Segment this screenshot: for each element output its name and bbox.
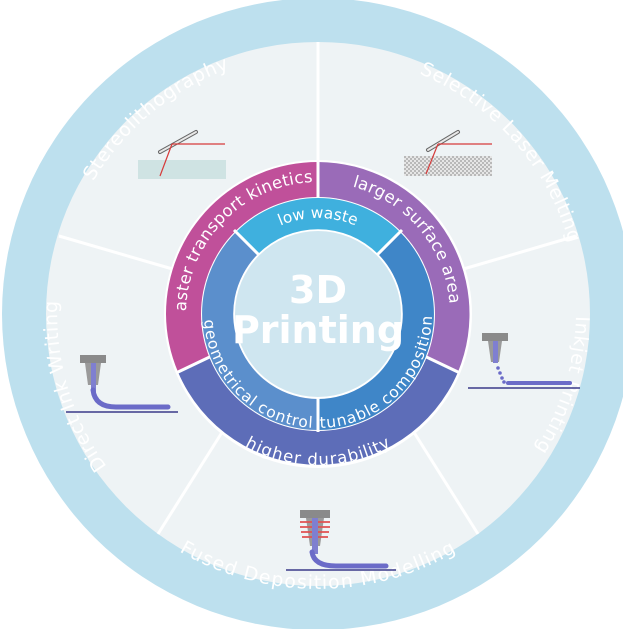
inkjet-icon	[468, 333, 580, 389]
inner-segment-geometrical-control	[318, 232, 434, 430]
stereolithography-icon	[138, 130, 226, 179]
laser-melting-icon	[404, 130, 492, 176]
direct-ink-writing-icon	[66, 355, 178, 413]
center-disc	[235, 231, 401, 397]
inner-segment-low-waste	[236, 198, 400, 254]
fdm-icon	[286, 510, 396, 571]
center-title-line1: 3D	[289, 268, 347, 312]
band-segment-higher-durability	[178, 354, 458, 465]
center-title-line2: Printing	[232, 308, 404, 352]
sector-dividers	[58, 42, 577, 535]
inner-band	[202, 198, 434, 432]
inner-segment-tunable-composition	[202, 232, 318, 430]
